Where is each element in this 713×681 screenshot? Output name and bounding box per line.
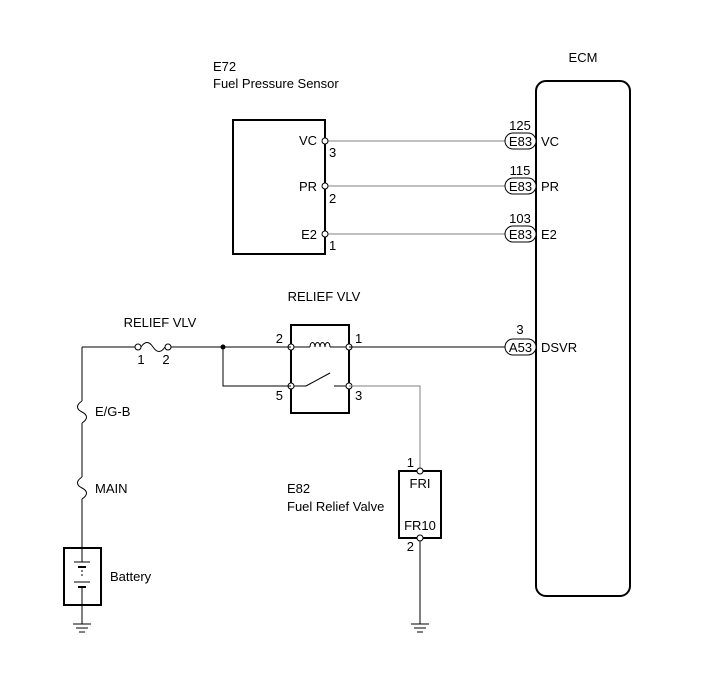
ecm-connector-label-dsvr: A53	[509, 340, 532, 355]
ecm-pin-name-pr: PR	[541, 179, 559, 194]
fuse-relief-terminal-2	[164, 343, 172, 351]
sensor-terminal-2	[321, 182, 329, 190]
ecm-pin-num-125: 125	[509, 118, 531, 133]
ecm-connector-label-vc: E83	[509, 134, 532, 149]
sensor-pin-num-1: 1	[329, 238, 336, 253]
relay-pin-1: 1	[355, 331, 362, 346]
fuse-egb-name: E/G-B	[95, 404, 130, 419]
fuse-egb-symbol	[77, 400, 87, 424]
fuse-relief-name: RELIEF VLV	[124, 315, 197, 330]
fuse-relief-pin-2: 2	[162, 352, 169, 367]
sensor-pin-label-pr: PR	[299, 179, 317, 194]
fuse-relief-terminal-1	[134, 343, 142, 351]
ecm-connector-e2	[504, 225, 537, 243]
ecm-pin-num-3: 3	[516, 322, 523, 337]
ecm-pin-num-115: 115	[510, 163, 531, 178]
ecm-connector-pr	[504, 177, 537, 195]
valve-pin-label-fr10: FR10	[404, 518, 436, 533]
fuse-relief-pin-1: 1	[137, 352, 144, 367]
ecm-connector-label-e2: E83	[509, 227, 532, 242]
valve-terminal-2	[416, 534, 424, 542]
ecm-pin-num-103: 103	[509, 211, 531, 226]
sensor-pin-num-2: 2	[329, 191, 336, 206]
sensor-box	[232, 119, 326, 255]
sensor-pin-label-vc: VC	[299, 133, 317, 148]
ecm-connector-label-pr: E83	[509, 179, 532, 194]
ground-icon	[411, 623, 429, 633]
relay-box	[290, 324, 350, 414]
relay-pin-2: 2	[276, 331, 283, 346]
sensor-pin-num-3: 3	[329, 145, 336, 160]
ecm-pin-name-e2: E2	[541, 227, 557, 242]
valve-code: E82	[287, 481, 310, 496]
ecm-connector-vc	[504, 132, 537, 150]
ecm-pin-name-dsvr: DSVR	[541, 340, 577, 355]
valve-terminal-1	[416, 467, 424, 475]
relay-pin-3: 3	[355, 388, 362, 403]
wire-branch-relay-5	[222, 347, 291, 387]
sensor-name: Fuel Pressure Sensor	[213, 76, 339, 91]
fuse-main-symbol	[77, 476, 87, 500]
sensor-terminal-3	[321, 137, 329, 145]
ecm-pin-name-vc: VC	[541, 134, 559, 149]
battery-name: Battery	[110, 569, 152, 584]
relay-name: RELIEF VLV	[288, 289, 361, 304]
relay-pin-5: 5	[276, 388, 283, 403]
battery-symbol	[74, 548, 90, 605]
valve-pin-label-fri: FRI	[410, 476, 431, 491]
ecm-box	[535, 80, 631, 597]
ground-icon	[73, 623, 91, 633]
valve-pin-num-1: 1	[407, 455, 414, 470]
valve-name: Fuel Relief Valve	[287, 499, 384, 514]
wire-relay-3-to-valve	[349, 385, 421, 471]
valve-pin-num-2: 2	[407, 539, 414, 554]
sensor-terminal-1	[321, 230, 329, 238]
ecm-title: ECM	[569, 50, 598, 65]
fuse-relief-symbol	[140, 342, 166, 352]
fuse-main-name: MAIN	[95, 481, 128, 496]
sensor-pin-label-e2: E2	[301, 227, 317, 242]
sensor-code: E72	[213, 59, 236, 74]
